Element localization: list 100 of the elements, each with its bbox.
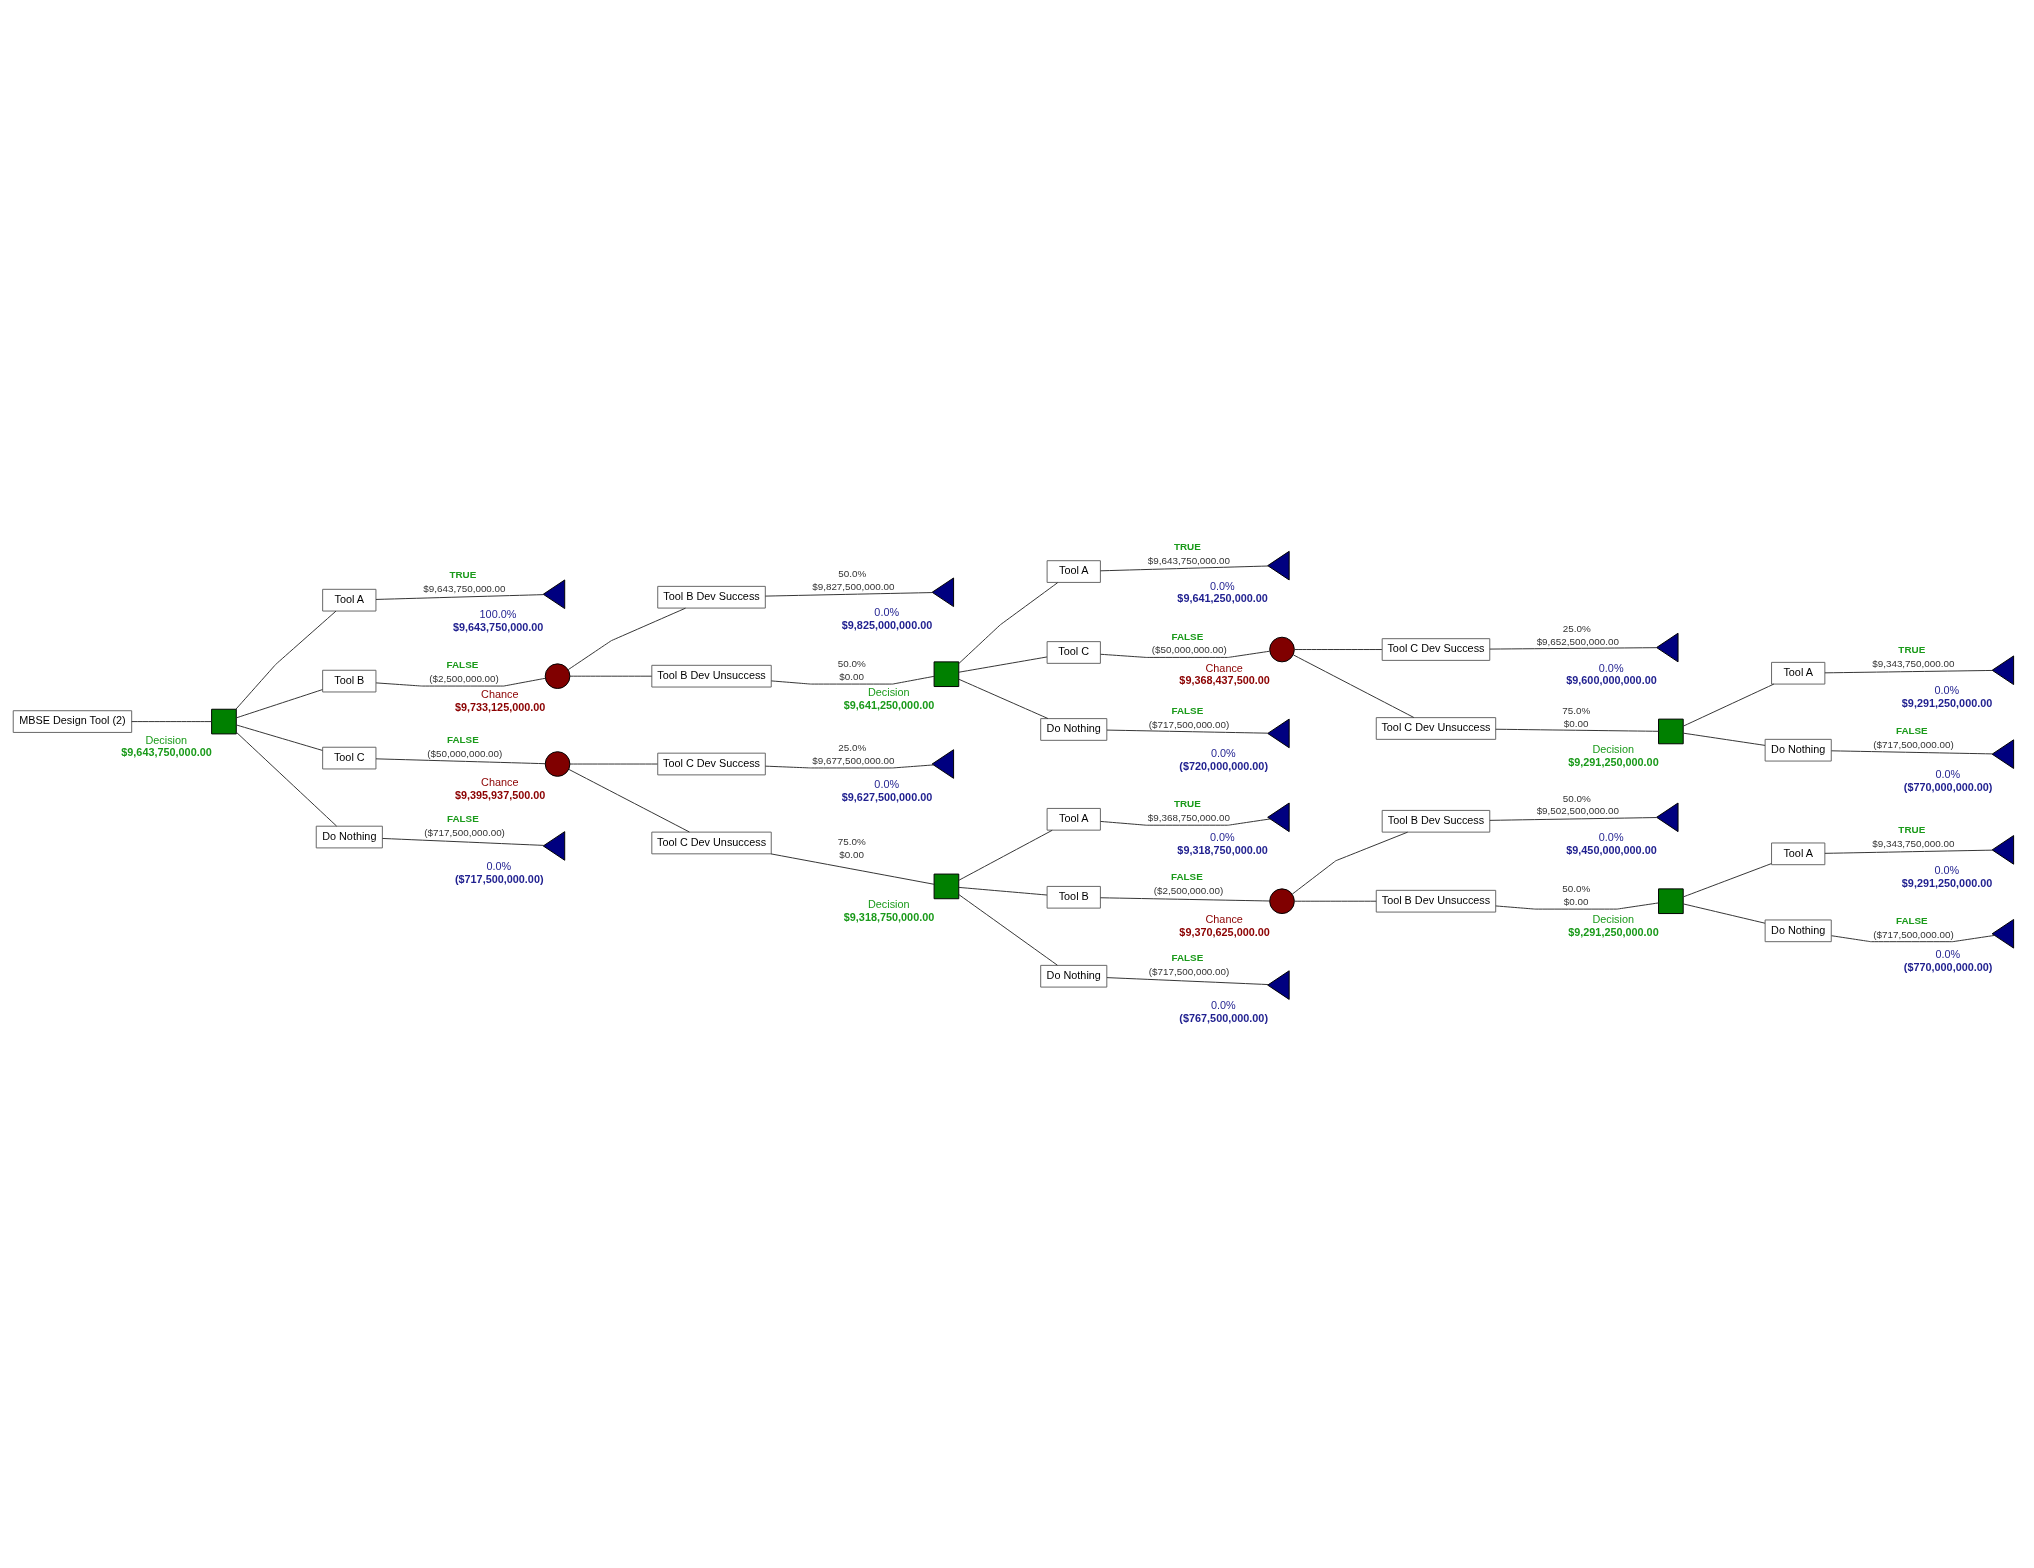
connector bbox=[567, 607, 686, 670]
node-label: TRUE bbox=[449, 568, 477, 580]
node-triangle bbox=[1656, 802, 1679, 832]
connector bbox=[1682, 683, 1775, 727]
node-label: ($717,500,000.00) bbox=[1873, 738, 1954, 750]
node-label: 75.0% bbox=[837, 835, 866, 847]
node-box: Tool B bbox=[322, 669, 377, 692]
node-box: Tool B bbox=[1046, 885, 1101, 909]
connector bbox=[770, 675, 935, 685]
node-label: Chance bbox=[1205, 912, 1243, 925]
node-label: ($50,000,000.00) bbox=[1151, 643, 1227, 655]
connector bbox=[568, 768, 690, 832]
node-triangle bbox=[1991, 654, 2015, 685]
node-label: 50.0% bbox=[1562, 882, 1591, 894]
connector bbox=[1495, 728, 1659, 732]
node-triangle bbox=[1991, 738, 2015, 769]
node-label: 0.0% bbox=[1598, 830, 1624, 843]
node-label: 25.0% bbox=[1562, 622, 1591, 634]
connector bbox=[1489, 816, 1657, 821]
connector bbox=[958, 678, 1049, 719]
node-label: $9,652,500,000.00 bbox=[1536, 635, 1619, 647]
node-label: 0.0% bbox=[1935, 947, 1961, 960]
node-label: $9,600,000,000.00 bbox=[1566, 673, 1657, 686]
node-label: $9,291,250,000.00 bbox=[1901, 696, 1993, 709]
connector bbox=[235, 731, 338, 827]
node-triangle bbox=[1991, 918, 2015, 949]
connector bbox=[569, 675, 653, 677]
connector bbox=[235, 688, 323, 718]
connector bbox=[375, 757, 546, 764]
connector bbox=[1495, 901, 1659, 910]
node-box: Do Nothing bbox=[1764, 738, 1832, 762]
connector bbox=[770, 852, 935, 885]
node-label: 0.0% bbox=[1935, 767, 1961, 780]
node-label: $9,641,250,000.00 bbox=[843, 698, 935, 711]
node-box: Do Nothing bbox=[1764, 918, 1832, 942]
node-label: FALSE bbox=[1895, 724, 1928, 736]
node-box bbox=[1658, 718, 1684, 744]
node-triangle bbox=[931, 748, 955, 779]
connector bbox=[235, 723, 323, 751]
node-box bbox=[933, 873, 960, 899]
connector bbox=[1682, 862, 1772, 897]
node-label: ($2,500,000.00) bbox=[429, 672, 499, 684]
node-box: Do Nothing bbox=[1040, 964, 1108, 988]
node-label: 50.0% bbox=[838, 567, 867, 579]
connector bbox=[1830, 749, 1993, 754]
node-box bbox=[1658, 887, 1684, 914]
node-label: TRUE bbox=[1898, 823, 1926, 835]
connector bbox=[1824, 669, 1993, 673]
node-triangle bbox=[1656, 632, 1679, 662]
node-label: Chance bbox=[481, 775, 519, 788]
node-label: $0.00 bbox=[1563, 895, 1589, 907]
node-box: Tool A bbox=[1771, 842, 1826, 865]
node-label: TRUE bbox=[1173, 797, 1201, 809]
connector bbox=[1292, 653, 1415, 718]
node-label: $9,827,500,000.00 bbox=[812, 580, 895, 592]
node-label: ($767,500,000.00) bbox=[1179, 1011, 1268, 1024]
node-label: $9,677,500,000.00 bbox=[812, 754, 895, 766]
node-box bbox=[211, 708, 237, 734]
node-circle bbox=[544, 662, 571, 689]
node-label: Chance bbox=[1205, 661, 1243, 674]
node-label: 0.0% bbox=[874, 777, 900, 790]
node-triangle bbox=[1267, 802, 1290, 832]
node-label: Decision bbox=[867, 685, 910, 698]
node-label: $9,641,250,000.00 bbox=[1177, 591, 1268, 604]
node-label: Decision bbox=[1592, 742, 1635, 755]
node-label: $9,502,500,000.00 bbox=[1536, 804, 1619, 816]
node-label: $9,733,125,000.00 bbox=[454, 700, 546, 713]
node-label: $9,291,250,000.00 bbox=[1568, 925, 1659, 938]
connector bbox=[958, 829, 1053, 881]
connector bbox=[1099, 565, 1269, 571]
node-box: Tool B Dev Unsuccess bbox=[651, 664, 772, 688]
node-box: Tool C Dev Success bbox=[1381, 637, 1491, 661]
node-triangle bbox=[931, 576, 955, 607]
node-label: FALSE bbox=[1895, 914, 1928, 926]
connector bbox=[1106, 729, 1269, 734]
connector bbox=[958, 581, 1059, 664]
node-circle bbox=[1269, 887, 1295, 914]
node-label: FALSE bbox=[1171, 704, 1204, 716]
node-label: $9,825,000,000.00 bbox=[841, 618, 933, 631]
node-label: TRUE bbox=[1898, 643, 1926, 655]
connector bbox=[1824, 849, 1993, 854]
node-box: Tool B Dev Success bbox=[657, 585, 766, 609]
node-label: 50.0% bbox=[837, 657, 866, 669]
connector bbox=[1100, 650, 1271, 658]
node-label: $9,643,750,000.00 bbox=[121, 745, 212, 758]
node-label: 0.0% bbox=[1934, 683, 1960, 696]
node-label: $9,370,625,000.00 bbox=[1179, 925, 1270, 938]
node-label: 0.0% bbox=[1209, 579, 1235, 592]
node-box bbox=[933, 660, 960, 687]
connector bbox=[382, 837, 545, 846]
connector bbox=[1099, 896, 1271, 901]
node-box: Tool B Dev Success bbox=[1381, 809, 1491, 833]
node-label: $9,395,937,500.00 bbox=[454, 788, 546, 801]
connector bbox=[958, 886, 1048, 895]
node-label: 0.0% bbox=[1209, 830, 1235, 843]
connector bbox=[958, 655, 1048, 673]
node-label: $9,343,750,000.00 bbox=[1872, 837, 1955, 849]
node-label: Decision bbox=[145, 733, 188, 746]
node-box: Tool C Dev Unsuccess bbox=[651, 831, 772, 854]
node-label: ($717,500,000.00) bbox=[1148, 965, 1230, 977]
